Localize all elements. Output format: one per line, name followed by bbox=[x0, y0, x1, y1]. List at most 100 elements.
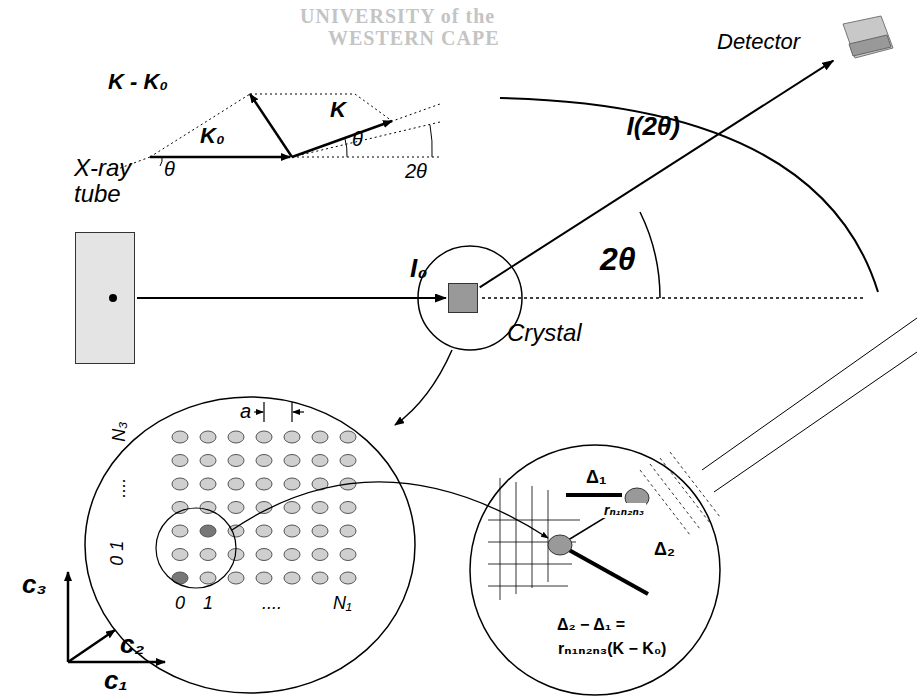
math-label: Δ₂ bbox=[652, 540, 677, 560]
plane-line bbox=[516, 482, 517, 594]
lattice-dot bbox=[340, 549, 356, 561]
math-label: 2θ bbox=[600, 242, 636, 277]
detector-shape bbox=[835, 14, 899, 64]
lattice-dot bbox=[172, 525, 188, 537]
lattice-dot bbox=[284, 549, 300, 561]
detector-box: Detector bbox=[835, 14, 899, 64]
math-label: c₃ bbox=[22, 570, 47, 599]
lattice-dot bbox=[256, 525, 272, 537]
lattice-dot bbox=[172, 478, 188, 490]
math-label: .... bbox=[110, 478, 130, 498]
math-label: c₂ bbox=[120, 630, 144, 659]
plane-line bbox=[532, 486, 533, 588]
reference-line bbox=[482, 297, 865, 299]
lattice-dot bbox=[172, 431, 188, 443]
crystal-box: Crystal bbox=[448, 283, 478, 313]
lattice-dot bbox=[312, 431, 328, 443]
math-label: 0 1 bbox=[108, 541, 128, 566]
detector-arc bbox=[500, 98, 878, 292]
watermark: WESTERN CAPE bbox=[328, 27, 499, 49]
math-label: Δ₁ bbox=[584, 468, 608, 488]
path-delta1 bbox=[566, 493, 622, 497]
detail-arrow bbox=[232, 482, 548, 538]
math-label: 2θ bbox=[405, 160, 427, 182]
beam-line bbox=[714, 352, 917, 492]
lattice-dot bbox=[340, 455, 356, 467]
node-label: X-ray tube bbox=[74, 155, 169, 208]
plane-line bbox=[488, 564, 572, 565]
plane-line bbox=[650, 464, 700, 529]
plane-line bbox=[500, 478, 501, 600]
plane-line bbox=[660, 458, 710, 523]
lattice-dot bbox=[312, 455, 328, 467]
lattice-dot bbox=[200, 455, 216, 467]
plane-grid bbox=[488, 452, 720, 600]
lattice-dot bbox=[256, 478, 272, 490]
math-label: c₁ bbox=[104, 666, 128, 695]
math-label: θ bbox=[164, 158, 175, 180]
beam-arrow bbox=[137, 297, 446, 299]
lattice-dot bbox=[256, 455, 272, 467]
lattice-dot bbox=[256, 572, 272, 584]
lattice-dot bbox=[256, 549, 272, 561]
lattice-dot bbox=[200, 525, 216, 537]
lattice-dot bbox=[256, 431, 272, 443]
vector-inset bbox=[115, 94, 440, 170]
lattice-dot bbox=[284, 525, 300, 537]
lattice-dot bbox=[172, 455, 188, 467]
lattice-dot bbox=[340, 525, 356, 537]
zoom-circle bbox=[470, 445, 720, 695]
lattice-dot bbox=[312, 502, 328, 514]
lattice-dot bbox=[172, 549, 188, 561]
lattice-dot bbox=[200, 572, 216, 584]
intensity-label: I₀ bbox=[410, 254, 427, 283]
math-label: θ bbox=[352, 128, 363, 150]
lattice-dot bbox=[200, 478, 216, 490]
beam-line bbox=[702, 318, 917, 470]
math-label: 1 bbox=[203, 594, 213, 614]
math-label: .... bbox=[262, 594, 282, 614]
lattice-dot bbox=[312, 549, 328, 561]
lattice-dot bbox=[200, 431, 216, 443]
lattice-dot bbox=[228, 431, 244, 443]
lattice-dots bbox=[172, 431, 356, 584]
lattice-dot bbox=[340, 572, 356, 584]
math-label: Δ₂ − Δ₁ = bbox=[555, 616, 627, 634]
math-label: K₀ bbox=[200, 124, 225, 148]
lattice-dot bbox=[200, 549, 216, 561]
beam-arrow bbox=[480, 61, 834, 288]
lattice-dot bbox=[284, 455, 300, 467]
cathode-dot bbox=[109, 294, 117, 302]
lattice-dot bbox=[284, 502, 300, 514]
atom bbox=[548, 535, 572, 555]
lattice-dot bbox=[284, 431, 300, 443]
math-label: a bbox=[240, 400, 251, 422]
node-label: Detector bbox=[717, 30, 800, 54]
math-label: K - K₀ bbox=[108, 70, 168, 94]
intensity-label: I(2θ) bbox=[627, 112, 681, 141]
node-label: Crystal bbox=[507, 320, 582, 346]
math-label: rₙ₁ₙ₂ₙ₃ bbox=[602, 503, 646, 518]
math-label: N₃ bbox=[110, 422, 130, 442]
detail-circle bbox=[156, 508, 236, 588]
spacing-mark bbox=[254, 402, 304, 422]
angle-arc bbox=[640, 212, 660, 298]
zoom-arrow bbox=[395, 350, 452, 425]
math-label: 0 bbox=[175, 594, 185, 614]
lattice-dot bbox=[312, 525, 328, 537]
lattice-dot bbox=[228, 455, 244, 467]
axes bbox=[68, 572, 165, 662]
lattice-dot bbox=[340, 431, 356, 443]
lattice-dot bbox=[312, 572, 328, 584]
math-label: N₁ bbox=[333, 594, 352, 614]
lattice-dot bbox=[228, 502, 244, 514]
lattice-dot bbox=[228, 478, 244, 490]
lattice-circle bbox=[85, 397, 415, 693]
lattice-dot bbox=[284, 478, 300, 490]
math-label: rₙ₁ₙ₂ₙ₃(K − K₀) bbox=[556, 640, 668, 658]
watermark: UNIVERSITY of the bbox=[300, 5, 495, 27]
lattice-dot bbox=[284, 572, 300, 584]
plane-line bbox=[670, 452, 720, 517]
